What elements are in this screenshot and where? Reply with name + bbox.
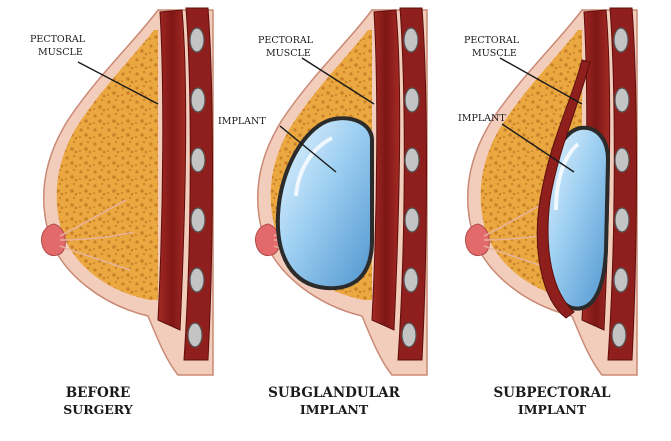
caption-subpectoral-line2: IMPLANT [518,402,587,417]
implant-pointer [279,125,337,173]
pectoral-muscle-label-line2: MUSCLE [472,48,517,59]
pectoral-muscle-pointer [77,61,159,105]
caption-before-line2: SURGERY [63,402,134,417]
pectoral-muscle-label-line1: PECTORAL [30,34,86,45]
implant-label: IMPLANT [458,113,506,124]
pectoral-muscle-label-line1: PECTORAL [464,35,520,46]
pectoral-muscle-pointer [499,57,583,105]
pectoral-muscle-label-line2: MUSCLE [266,48,311,59]
caption-subpectoral-line1: SUBPECTORAL [493,385,611,401]
breast-cross-section-before [40,7,214,376]
pectoral-muscle-label-line2: MUSCLE [38,47,83,58]
implant-label: IMPLANT [218,116,266,127]
pectoral-muscle-pointer [301,57,375,105]
panel-subpectoral: PECTORAL MUSCLE IMPLANT SUBPECTORAL IMPL… [458,7,638,417]
caption-before-line1: BEFORE [66,385,131,401]
implant-subglandular [275,116,374,291]
implant-pointer [501,123,575,173]
pectoral-muscle-label-line1: PECTORAL [258,35,314,46]
panel-subglandular: PECTORAL MUSCLE IMPLANT SUBGLANDULAR IMP… [218,7,428,417]
panel-before-surgery: PECTORAL MUSCLE BEFORE SURGERY [30,7,214,417]
caption-subglandular-line1: SUBGLANDULAR [268,385,400,401]
caption-subglandular-line2: IMPLANT [300,402,369,417]
